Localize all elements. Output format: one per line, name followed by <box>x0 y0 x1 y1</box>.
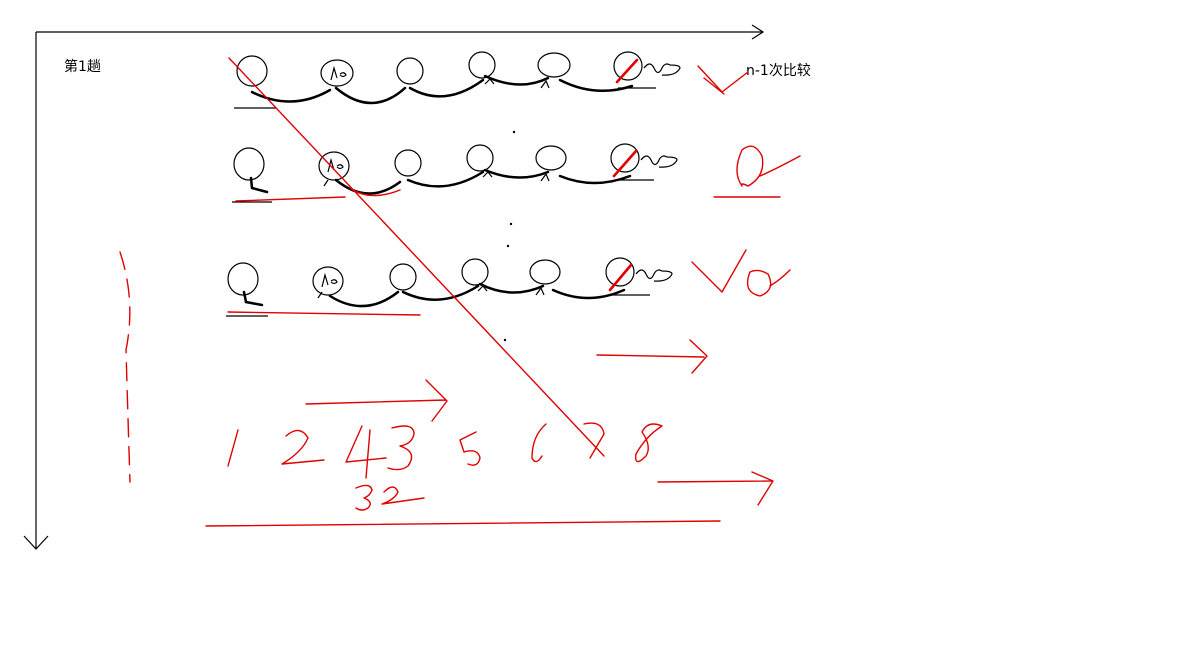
red-right-arrow <box>657 471 774 506</box>
comparisons-label: n-1次比较 <box>746 63 811 79</box>
red-underline <box>235 196 346 202</box>
trailing-squiggle <box>640 155 678 168</box>
red-scribble <box>736 145 801 187</box>
digit-3 <box>387 425 415 471</box>
cross-out-mark <box>608 263 633 292</box>
swap-arc <box>328 290 400 308</box>
element-circle <box>535 145 567 171</box>
swap-arc <box>401 284 480 301</box>
handwritten-digits <box>227 422 663 511</box>
element-mark <box>242 290 264 307</box>
element-mark <box>321 272 338 288</box>
right-annotations <box>205 65 801 527</box>
red-dashed-bracket <box>119 251 131 483</box>
cross-out-mark <box>612 149 638 178</box>
element-circle <box>610 143 640 173</box>
axes <box>23 24 765 550</box>
red-right-arrow <box>596 339 708 374</box>
element-circle <box>233 147 265 181</box>
vertical-axis-arrowhead <box>23 535 49 550</box>
small-arrow-mark <box>484 78 550 89</box>
dot <box>503 338 507 342</box>
red-long-underline <box>205 520 721 527</box>
ellipsis-dots <box>503 130 516 342</box>
swap-arc <box>334 86 407 105</box>
red-scribble <box>691 249 791 297</box>
dot <box>512 130 516 134</box>
element-circle <box>236 55 268 87</box>
element-circle <box>318 151 350 181</box>
dot <box>509 222 513 226</box>
element-circle <box>227 262 259 296</box>
element-circle <box>312 266 344 296</box>
element-circle <box>529 259 561 285</box>
swap-arc <box>478 282 545 294</box>
element-circle <box>613 51 643 81</box>
digit-5 <box>459 431 481 466</box>
element-circle <box>389 263 417 291</box>
element-circle <box>605 257 635 287</box>
digit-1 <box>227 429 239 467</box>
element-circle <box>320 59 354 87</box>
element-mark <box>330 65 347 81</box>
swap-arc <box>250 88 332 103</box>
digit-7 <box>583 422 605 459</box>
swap-arc <box>334 178 402 195</box>
digit-3-small <box>355 484 373 511</box>
swap-arc <box>483 74 550 86</box>
element-circle <box>461 258 489 286</box>
digit-4 <box>345 425 387 479</box>
element-mark <box>327 157 344 173</box>
digit-8 <box>635 423 663 463</box>
row-1 <box>234 51 681 109</box>
element-circle <box>396 57 424 85</box>
dot <box>506 244 510 248</box>
digit-2-small <box>381 486 425 505</box>
element-circle <box>466 144 494 172</box>
swap-arc <box>558 78 634 92</box>
element-circle <box>537 52 571 78</box>
horizontal-axis-arrowhead <box>751 24 765 40</box>
swap-arc <box>558 174 632 185</box>
digit-6 <box>531 423 547 463</box>
trailing-squiggle <box>643 63 681 76</box>
small-arrow-mark <box>323 171 550 187</box>
swap-arc <box>408 78 485 98</box>
red-diagonal-line <box>228 57 605 457</box>
row-2 <box>232 143 678 203</box>
red-check-mark <box>697 65 749 95</box>
element-circle <box>394 149 422 177</box>
cross-out-mark <box>615 58 639 84</box>
element-circle <box>468 51 496 79</box>
pass-label: 第1趟 <box>64 58 101 75</box>
row-3 <box>226 257 673 317</box>
digit-2 <box>281 429 325 465</box>
trailing-squiggle <box>635 269 673 282</box>
red-underline <box>227 311 421 316</box>
red-right-arrow <box>305 379 448 422</box>
swap-arc <box>483 168 550 179</box>
swap-arc <box>551 288 626 300</box>
small-arrow-mark <box>317 285 545 299</box>
element-mark <box>249 176 269 194</box>
swap-arc <box>406 170 485 188</box>
